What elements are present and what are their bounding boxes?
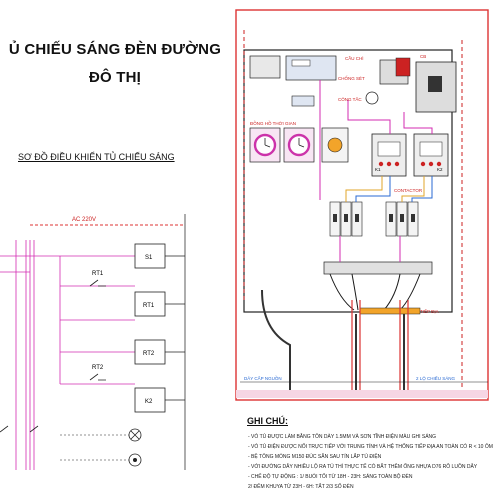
note-item: - CHẾ ĐỘ TỰ ĐỘNG : 1/ BUỔI TỐI TỪ 18H - … [248,474,413,480]
supply-label: AC 220V [72,217,96,223]
contact-rt1 [89,279,106,287]
energy-meter-icon [285,55,337,81]
title-line-2: ĐÔ THỊ [88,69,142,86]
phase-buses [0,240,135,470]
switch-contacts [0,425,39,433]
lamp-2-icon [128,453,142,467]
cb-label: CB [420,54,426,59]
meter-box [249,55,281,79]
photocell-icon [327,137,343,153]
outgoing-label: 2 LỘ CHIẾU SÁNG [416,375,456,381]
cabinet: CB CẦU CHÌ CHỐNG SÉT CÔNG TẮC ĐỒNG HỒ TH… [235,9,489,401]
relay-rt1-label: RT1 [143,303,155,309]
ground-bar [359,307,421,315]
lamp-1-icon [128,428,142,442]
relay-rt2-label: RT2 [143,351,155,357]
fuse-label: CẦU CHÌ [345,55,364,61]
ground-label: TIẾP ĐỊA [420,308,439,314]
relay-k2-box [134,387,166,413]
title-line-1: Ủ CHIẾU SÁNG ĐÈN ĐƯỜNG [8,41,222,58]
note-item: - VỚI ĐƯỜNG DÂY NHIỀU LỘ RA TỦ THÌ THỰC … [248,464,478,470]
contactor-label: CONTACTOR [394,188,423,193]
red-cables [351,300,409,395]
conduits [261,289,405,395]
switch-label: CÔNG TẮC [338,95,362,102]
contactor-k2 [413,133,449,177]
cabinet-outer-frame [235,9,489,401]
control-diagram-subtitle: SƠ ĐỒ ĐIỀU KHIỂN TỦ CHIẾU SÁNG [18,152,175,162]
contact-rt2 [89,373,106,381]
k1-label: K1 [375,167,381,172]
note-item: - VỎ TỦ ĐƯỢC LÀM BẰNG TÔN DÀY 1.5MM VÀ S… [248,434,437,440]
contactor-k1 [371,133,407,177]
arrester-label: CHỐNG SÉT [338,75,365,81]
timer-label: ĐỒNG HỒ THỜI GIAN [250,120,296,126]
relay-s1-label: S1 [145,255,153,261]
contact-rt1-label: RT1 [92,271,104,277]
note-item: 2/ ĐÊM KHUYA TỪ 23H - 6H: TẮT 2/3 SỐ ĐÈN [248,484,354,490]
relay-k2-label: K2 [145,399,153,405]
notes-heading: GHI CHÚ: [247,416,288,426]
contact-rt2-label: RT2 [92,365,104,371]
note-item: - BỆ TÔNG MÓNG M150 ĐÚC SẴN SAU TÍN LẮP … [248,454,382,460]
terminal-strip [323,261,433,275]
page-title: Ủ CHIẾU SÁNG ĐÈN ĐƯỜNG ĐÔ THỊ [0,36,230,92]
incoming-label: DÂY CẤP NGUỒN [244,375,282,381]
control-circuit: AC 220V S1 RT1 RT2 K2 [0,214,186,470]
k2-label: K2 [437,167,443,172]
note-item: - VỎ TỦ ĐIỆN ĐƯỢC NỐI TRỰC TIẾP VỚI TRUN… [248,444,493,450]
selector-switch-icon [365,91,379,105]
